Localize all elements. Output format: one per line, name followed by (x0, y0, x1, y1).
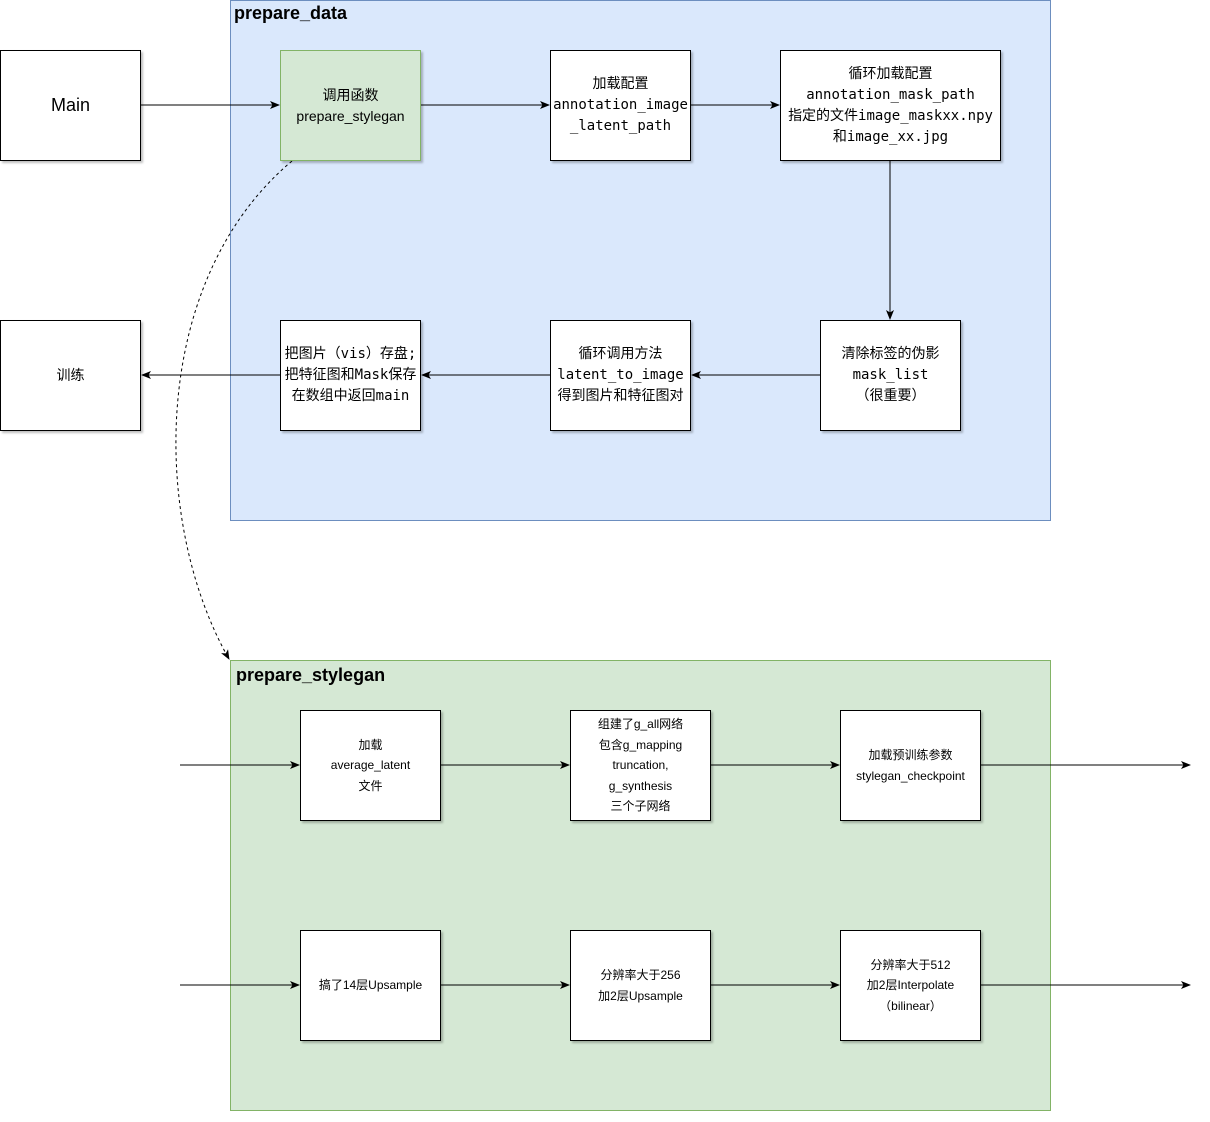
node-build-g-line-1: 组建了g_all网络 (597, 717, 684, 732)
node-load-avg-line-2: average_latent (330, 758, 411, 773)
node-res512-line-2: 加2层Interpolate (866, 978, 955, 993)
node-load-average-latent[interactable]: 加载 average_latent 文件 (300, 710, 441, 821)
node-build-g-all[interactable]: 组建了g_all网络 包含g_mapping truncation, g_syn… (570, 710, 711, 821)
node-clear-line-2: mask_list (852, 367, 929, 383)
node-ckpt-line-1: 加载预训练参数 (868, 748, 953, 762)
node-call-prepare-stylegan[interactable]: 调用函数 prepare_stylegan (280, 50, 421, 161)
group-title-prepare-data: prepare_data (234, 3, 348, 23)
node-ckpt-line-2: stylegan_checkpoint (856, 768, 965, 783)
node-res512-line-1: 分辨率大于512 (870, 957, 951, 972)
node-upsample14-line-1: 搞了14层Upsample (318, 978, 423, 993)
node-build-g-line-2: 包含g_mapping (598, 737, 683, 752)
node-build-g-line-5: 三个子网络 (610, 799, 671, 814)
node-load-checkpoint[interactable]: 加载预训练参数 stylegan_checkpoint (840, 710, 981, 821)
node-res-256[interactable]: 分辨率大于256 加2层Upsample (570, 930, 711, 1041)
node-clear-line-1: 清除标签的伪影 (841, 346, 940, 362)
node-call-line-1: 调用函数 (322, 86, 379, 103)
node-save-images[interactable]: 把图片（vis）存盘; 把特征图和Mask保存 在数组中返回main (280, 320, 421, 431)
node-res256-line-1: 分辨率大于256 (600, 968, 681, 982)
node-loop-load-line-1: 循环加载配置 (848, 65, 933, 82)
node-loop-call[interactable]: 循环调用方法 latent_to_image 得到图片和特征图对 (550, 320, 691, 431)
node-upsample-14[interactable]: 搞了14层Upsample (300, 930, 441, 1041)
node-load-config-line-2: annotation_image (553, 97, 688, 113)
node-train[interactable]: 训练 (0, 320, 141, 431)
node-train-label: 训练 (56, 367, 85, 383)
node-save-line-2: 把特征图和Mask保存 (284, 367, 417, 383)
node-loop-load-line-4: 和image_xx.jpg (832, 128, 949, 145)
node-loop-load-line-2: annotation_mask_path (806, 86, 975, 103)
node-call-line-2: prepare_stylegan (296, 107, 405, 124)
node-main-label: Main (50, 95, 90, 115)
node-clear-line-3: （很重要） (855, 388, 926, 404)
node-loop-load-config[interactable]: 循环加载配置 annotation_mask_path 指定的文件image_m… (780, 50, 1001, 161)
node-main[interactable]: Main (0, 50, 141, 161)
node-loop-call-line-3: 得到图片和特征图对 (557, 388, 684, 404)
node-clear-label[interactable]: 清除标签的伪影 mask_list （很重要） (820, 320, 961, 431)
node-load-avg-line-3: 文件 (358, 778, 383, 793)
node-load-avg-line-1: 加载 (358, 737, 383, 752)
node-save-line-3: 在数组中返回main (291, 388, 410, 404)
node-save-line-1: 把图片（vis）存盘; (284, 346, 417, 362)
node-build-g-line-3: truncation, (612, 758, 669, 773)
node-loop-load-line-3: 指定的文件image_maskxx.npy (788, 107, 993, 124)
node-load-config-line-1: 加载配置 (592, 76, 649, 92)
node-res256-line-2: 加2层Upsample (598, 988, 683, 1003)
node-loop-call-line-1: 循环调用方法 (578, 346, 663, 362)
node-load-config[interactable]: 加载配置 annotation_image _latent_path (550, 50, 691, 161)
node-build-g-line-4: g_synthesis (608, 778, 673, 793)
group-title-prepare-stylegan: prepare_stylegan (236, 665, 386, 685)
node-res-512[interactable]: 分辨率大于512 加2层Interpolate （bilinear） (840, 930, 981, 1041)
node-res512-line-3: （bilinear） (879, 998, 942, 1013)
node-loop-call-line-2: latent_to_image (557, 367, 684, 383)
node-load-config-line-3: _latent_path (569, 118, 672, 134)
